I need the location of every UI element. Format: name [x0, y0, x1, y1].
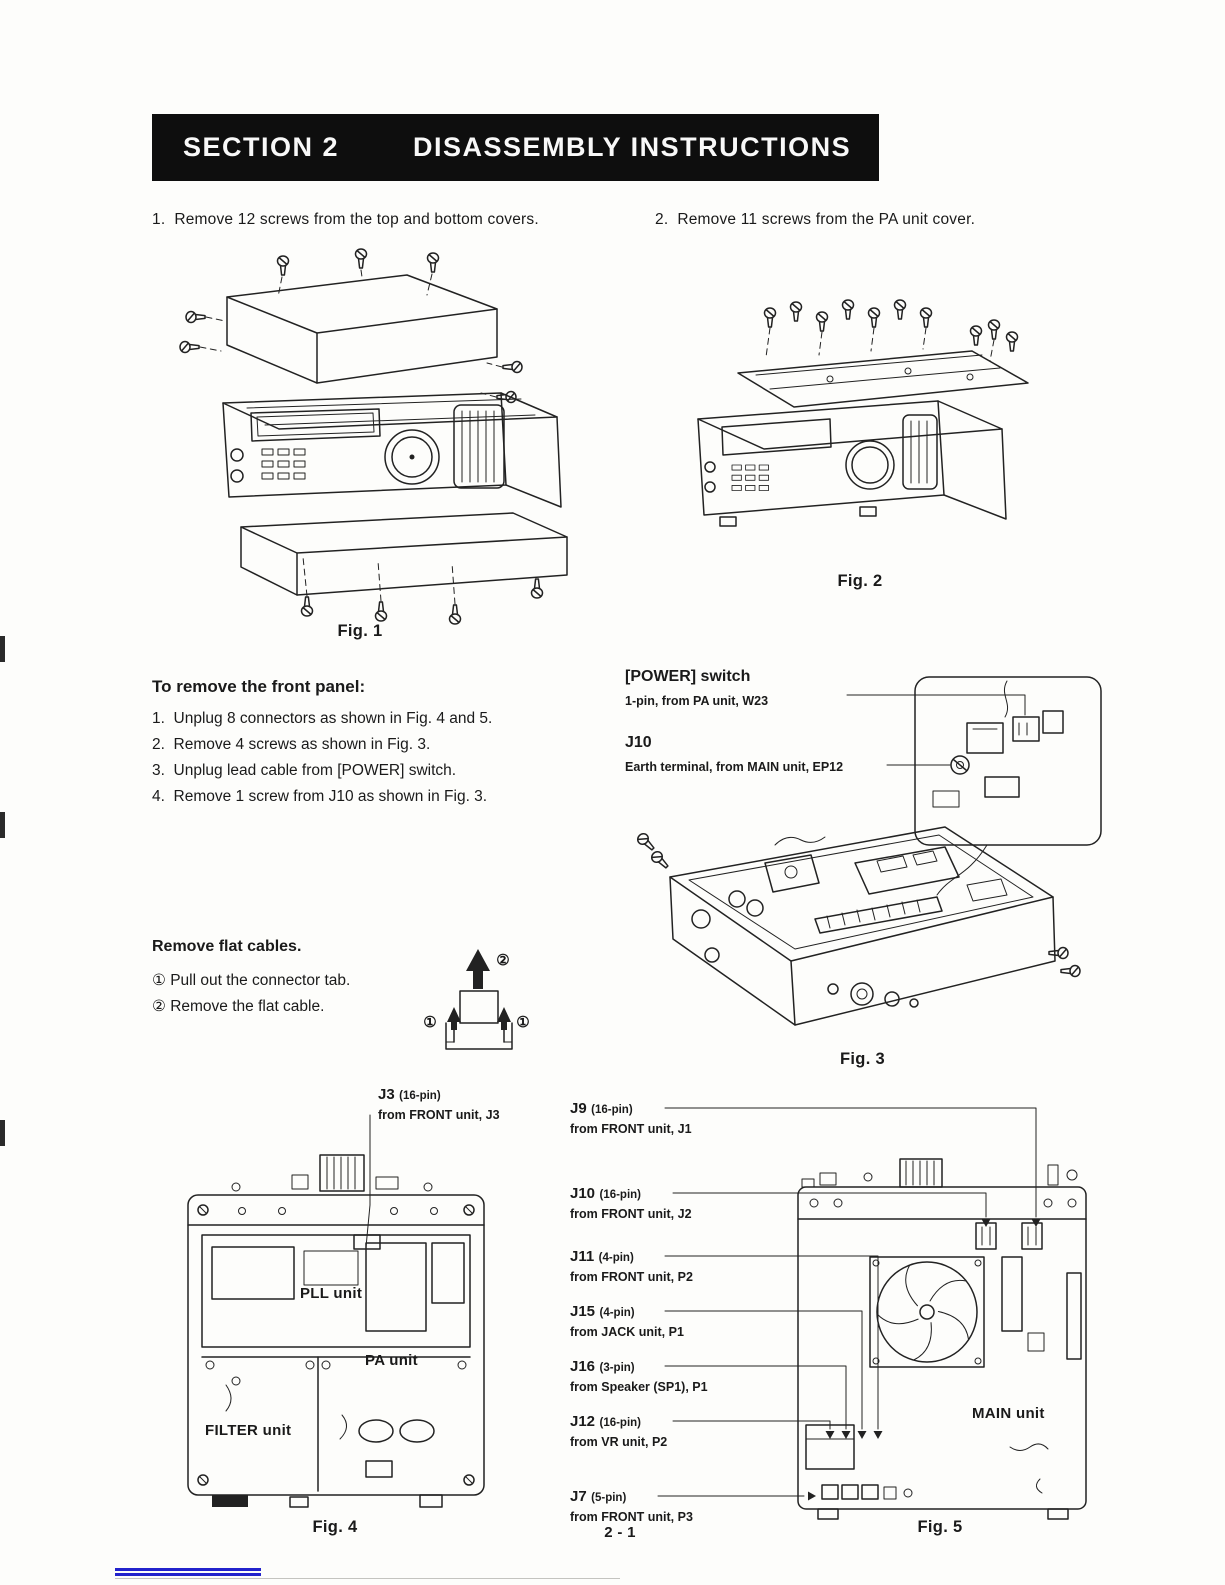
- flat-cables-step-2: ② Remove the flat cable.: [152, 998, 325, 1015]
- connector-name: J9: [570, 1100, 587, 1117]
- section-title: DISASSEMBLY INSTRUCTIONS: [413, 132, 852, 162]
- front-panel-heading: To remove the front panel:: [152, 677, 366, 696]
- connector-label-j12: J12 (16-pin) from VR unit, P2: [570, 1413, 805, 1449]
- step-2-text: 2. Remove 11 screws from the PA unit cov…: [655, 211, 976, 228]
- scan-artifact-edge-tick: [0, 636, 5, 662]
- j10-sublabel: Earth terminal, from MAIN unit, EP12: [625, 760, 844, 774]
- front-panel-step-1: 1. Unplug 8 connectors as shown in Fig. …: [152, 710, 493, 727]
- marker-1-right: ①: [516, 1014, 529, 1031]
- filter-unit-label: FILTER unit: [205, 1422, 292, 1439]
- fig5-leader-lines: [657, 1107, 1041, 1501]
- connector-from: from Speaker (SP1), P1: [570, 1380, 708, 1394]
- power-switch-label: [POWER] switch: [625, 668, 751, 685]
- fig1-screws-bottom: [300, 556, 544, 625]
- page-number: 2 - 1: [604, 1524, 636, 1541]
- fig4-caption: Fig. 4: [312, 1518, 358, 1536]
- front-panel-step-4: 4. Remove 1 screw from J10 as shown in F…: [152, 788, 488, 805]
- connector-name: J7: [570, 1488, 587, 1505]
- fig2-screws: [763, 299, 1019, 362]
- fig2-caption: Fig. 2: [837, 572, 883, 590]
- connector-label-j10: J10 (16-pin) from FRONT unit, J2: [570, 1185, 805, 1221]
- fig3-open-chassis: [669, 826, 1056, 1026]
- fig1-top-cover: [226, 274, 498, 384]
- connector-label-j9: J9 (16-pin) from FRONT unit, J1: [570, 1100, 805, 1136]
- connector-name: J15: [570, 1303, 596, 1320]
- fig1-screws-top: [179, 248, 523, 404]
- connector-from: from FRONT unit, J1: [570, 1122, 692, 1136]
- marker-2: ②: [496, 952, 509, 969]
- connector-from: from FRONT unit, J2: [570, 1207, 692, 1221]
- connector-from: from JACK unit, P1: [570, 1325, 684, 1339]
- fig2-radio-chassis: [697, 400, 1007, 527]
- fig3-drawing: [634, 676, 1102, 1026]
- fig2-pa-cover: [737, 350, 1029, 408]
- connector-pin: (4-pin): [598, 1252, 634, 1264]
- connector-label-j15: J15 (4-pin) from JACK unit, P1: [570, 1303, 805, 1339]
- j10-label: J10: [625, 734, 652, 751]
- connector-label-j7: J7 (5-pin) from FRONT unit, P3: [570, 1488, 805, 1524]
- main-unit-label: MAIN unit: [972, 1405, 1045, 1422]
- section-header-bar: SECTION 2 DISASSEMBLY INSTRUCTIONS: [152, 114, 879, 181]
- flat-cable-diagram: ② ① ①: [423, 949, 530, 1050]
- power-switch-sublabel: 1-pin, from PA unit, W23: [625, 694, 769, 708]
- connector-name: J10: [570, 1185, 596, 1202]
- connector-name: J16: [570, 1358, 596, 1375]
- connector-from: from FRONT unit, P2: [570, 1270, 693, 1284]
- connector-pin: (16-pin): [399, 1090, 441, 1102]
- connector-pin: (16-pin): [599, 1189, 642, 1201]
- fig3-screws: [634, 830, 1081, 978]
- fig1-radio-chassis: [222, 392, 562, 508]
- scan-artifact-edge-tick: [0, 1120, 5, 1146]
- connector-from: from FRONT unit, P3: [570, 1510, 693, 1524]
- connector-from: from VR unit, P2: [570, 1435, 668, 1449]
- front-panel-step-3: 3. Unplug lead cable from [POWER] switch…: [152, 762, 457, 779]
- connector-pin: (5-pin): [591, 1492, 627, 1504]
- fig5-chassis-top-view: [797, 1186, 1087, 1520]
- front-panel-step-2: 2. Remove 4 screws as shown in Fig. 3.: [152, 736, 431, 753]
- fig4-chassis-bottom-view: [187, 1194, 485, 1508]
- fig3-inset-detail: [914, 676, 1102, 896]
- pll-unit-label: PLL unit: [300, 1285, 363, 1302]
- fig5-fan: [869, 1256, 985, 1368]
- fig5-drawing: [657, 1107, 1087, 1520]
- connector-name: J12: [570, 1413, 596, 1430]
- flat-cables-heading: Remove flat cables.: [152, 938, 302, 955]
- pa-unit-label: PA unit: [365, 1352, 418, 1369]
- fig3-leader-lines: [846, 694, 1026, 766]
- fig2-drawing: [697, 299, 1029, 527]
- fig3-caption: Fig. 3: [840, 1050, 885, 1068]
- tab-arrow-right-icon: [497, 1007, 511, 1022]
- connector-label-j3: J3 (16-pin) from FRONT unit, J3: [378, 1086, 613, 1122]
- connector-pin: (16-pin): [591, 1104, 633, 1116]
- tab-arrow-left-icon: [447, 1007, 461, 1022]
- fig5-caption: Fig. 5: [917, 1518, 963, 1536]
- connector-label-j16: J16 (3-pin) from Speaker (SP1), P1: [570, 1358, 805, 1394]
- fig1-drawing: [179, 248, 568, 625]
- flat-cables-step-1: ① Pull out the connector tab.: [152, 972, 351, 989]
- fig4-drawing: [187, 1114, 485, 1508]
- scan-artifact-blue-line: [115, 1568, 261, 1576]
- marker-1-left: ①: [423, 1014, 436, 1031]
- connector-from: from FRONT unit, J3: [378, 1108, 500, 1122]
- connector-pin: (4-pin): [599, 1307, 635, 1319]
- section-number: SECTION 2: [183, 132, 340, 162]
- connector-pin: (3-pin): [599, 1362, 635, 1374]
- j3-leader-line: [365, 1114, 371, 1248]
- connector-label-j11: J11 (4-pin) from FRONT unit, P2: [570, 1248, 805, 1284]
- scan-artifact-grey-line: [115, 1578, 620, 1579]
- fig1-caption: Fig. 1: [337, 622, 383, 640]
- pull-arrow-icon: [466, 949, 490, 989]
- fig4-top-knob: [231, 1154, 433, 1192]
- step-1-text: 1. Remove 12 screws from the top and bot…: [152, 211, 539, 228]
- fig1-bottom-cover: [240, 512, 568, 596]
- connector-name: J3: [378, 1086, 395, 1103]
- scan-artifact-edge-tick: [0, 812, 5, 838]
- connector-name: J11: [570, 1248, 595, 1265]
- connector-pin: (16-pin): [599, 1417, 642, 1429]
